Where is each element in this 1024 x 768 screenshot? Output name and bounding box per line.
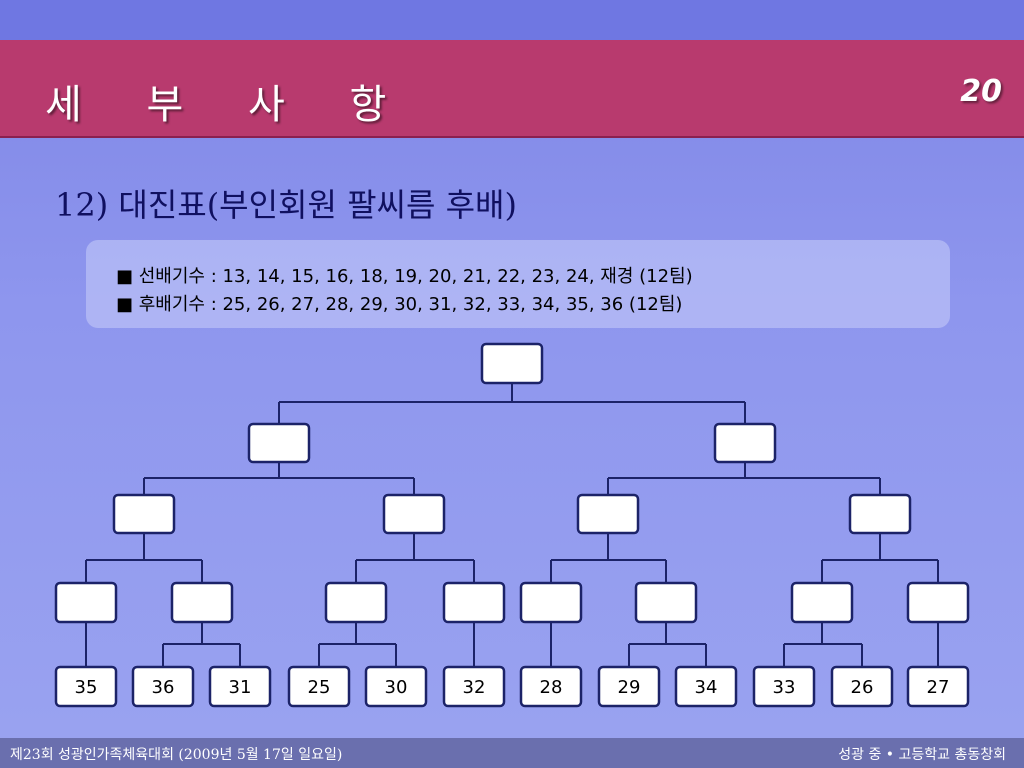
team-boxes: 35 36 31 25 30 32 28 29 34 33 26 27: [54, 665, 970, 708]
footer-bar: [0, 738, 1024, 768]
slide-title: 세 부 사 항: [45, 82, 413, 128]
team-label: 31: [229, 677, 252, 698]
team-label: 36: [152, 677, 175, 698]
round1-box-6: [634, 581, 698, 624]
connector-l2-d: [821, 533, 939, 583]
quarterfinal-box-1: [112, 493, 176, 535]
team-label: 30: [385, 677, 408, 698]
team-label: 28: [540, 677, 563, 698]
team-label: 27: [927, 677, 950, 698]
connector-l3-7: [783, 622, 863, 667]
team-label: 26: [851, 677, 874, 698]
section-subtitle: 12) 대진표(부인회원 팔씨름 후배): [55, 186, 517, 224]
team-box: [519, 665, 583, 708]
round1-box-3: [324, 581, 388, 624]
info-panel: [86, 240, 950, 328]
connector-l2-a: [85, 533, 203, 583]
team-box: [597, 665, 661, 708]
team-label: 35: [75, 677, 98, 698]
round1-box-5: [519, 581, 583, 624]
connector-l2-b: [355, 533, 475, 583]
title-bar: [0, 40, 1024, 138]
connector-l3-6: [628, 622, 707, 667]
team-box: [906, 665, 970, 708]
team-box: [442, 665, 506, 708]
senior-teams-line: ■ 선배기수 : 13, 14, 15, 16, 18, 19, 20, 21,…: [116, 266, 693, 287]
team-box: [830, 665, 894, 708]
connector-root: [278, 383, 746, 424]
team-box: [752, 665, 816, 708]
event-caption: 제23회 성광인가족체육대회 (2009년 5월 17일 일요일): [10, 747, 343, 763]
final-box: [480, 342, 544, 385]
round1-box-7: [790, 581, 854, 624]
quarterfinal-box-3: [576, 493, 640, 535]
page-number: 20: [960, 74, 1002, 109]
connector-l3-2: [162, 622, 241, 667]
team-box: [364, 665, 428, 708]
team-box: [287, 665, 351, 708]
team-label: 25: [308, 677, 331, 698]
team-label: 33: [773, 677, 796, 698]
round1-box-8: [906, 581, 970, 624]
match-boxes: [54, 342, 970, 624]
quarterfinal-box-4: [848, 493, 912, 535]
team-box: [208, 665, 272, 708]
junior-teams-line: ■ 후배기수 : 25, 26, 27, 28, 29, 30, 31, 32,…: [116, 294, 683, 315]
semifinal-box-right: [713, 422, 777, 464]
connector-l2-c: [550, 533, 667, 583]
team-label: 29: [618, 677, 641, 698]
bracket-connectors: [85, 383, 939, 667]
round1-box-1: [54, 581, 118, 624]
team-box: [131, 665, 195, 708]
connector-l3-3: [318, 622, 397, 667]
connector-l1-right: [607, 462, 881, 495]
team-label: 34: [695, 677, 718, 698]
team-box: [674, 665, 738, 708]
team-box: [54, 665, 118, 708]
round1-box-4: [442, 581, 506, 624]
top-band: [0, 0, 1024, 40]
team-label: 32: [463, 677, 486, 698]
round1-box-2: [170, 581, 234, 624]
organizer-caption: 성광 중 • 고등학교 총동창회: [838, 747, 1006, 763]
connector-l1-left: [143, 462, 415, 495]
semifinal-box-left: [247, 422, 311, 464]
quarterfinal-box-2: [382, 493, 446, 535]
